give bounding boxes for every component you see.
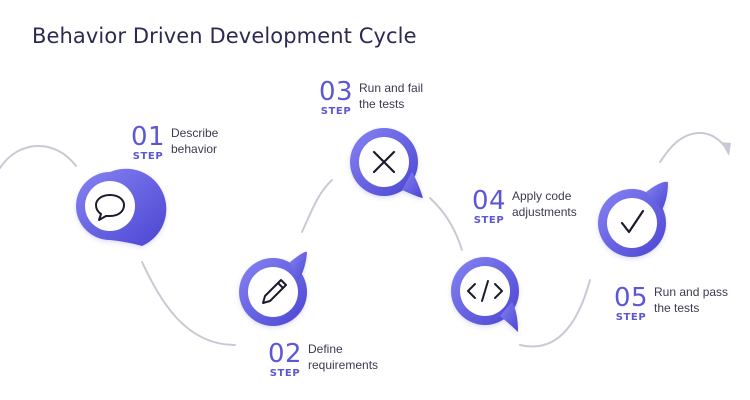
step-text-line: the tests xyxy=(359,97,405,111)
step-02-description: Define requirements xyxy=(308,341,398,373)
step-text-line: Run and pass xyxy=(654,285,729,299)
step-05-description: Run and pass the tests xyxy=(654,284,744,316)
step-text-line: Describe xyxy=(171,126,219,140)
step-text-line: Run and fail xyxy=(359,81,424,95)
speech-bubble-icon xyxy=(95,194,125,221)
step-word: STEP xyxy=(269,368,301,379)
step-text-line: Apply code xyxy=(512,189,572,203)
step-03-description: Run and fail the tests xyxy=(359,80,449,112)
pencil-icon xyxy=(262,279,287,304)
step-text-line: requirements xyxy=(308,358,379,372)
step-number: 02 xyxy=(267,339,303,369)
checkmark-icon xyxy=(620,209,645,234)
code-icon xyxy=(467,280,503,302)
step-01-number-group: 01 STEP xyxy=(128,124,168,163)
step-word: STEP xyxy=(132,151,164,162)
step-number: 03 xyxy=(318,77,354,107)
step-05-badge xyxy=(607,198,657,248)
x-mark-icon xyxy=(372,150,396,174)
step-02-number-group: 02 STEP xyxy=(265,341,305,380)
step-text-line: adjustments xyxy=(512,205,577,219)
step-word: STEP xyxy=(320,106,352,117)
step-text-line: behavior xyxy=(171,142,218,156)
step-04-description: Apply code adjustments xyxy=(512,188,602,220)
step-word: STEP xyxy=(473,215,505,226)
step-number: 01 xyxy=(130,122,166,152)
step-01-badge xyxy=(85,181,135,231)
step-word: STEP xyxy=(615,312,647,323)
step-03-number-group: 03 STEP xyxy=(316,79,356,118)
arrow-head-icon xyxy=(721,142,731,156)
cycle-path xyxy=(0,131,729,348)
step-text-line: the tests xyxy=(654,301,700,315)
step-text-line: Define xyxy=(308,342,343,356)
page-title: Behavior Driven Development Cycle xyxy=(32,24,417,48)
step-04-number-group: 04 STEP xyxy=(469,188,509,227)
step-05-number-group: 05 STEP xyxy=(611,285,651,324)
step-02-badge xyxy=(248,267,298,317)
step-number: 04 xyxy=(471,186,507,216)
step-01-description: Describe behavior xyxy=(171,125,261,157)
step-number: 05 xyxy=(613,283,649,313)
